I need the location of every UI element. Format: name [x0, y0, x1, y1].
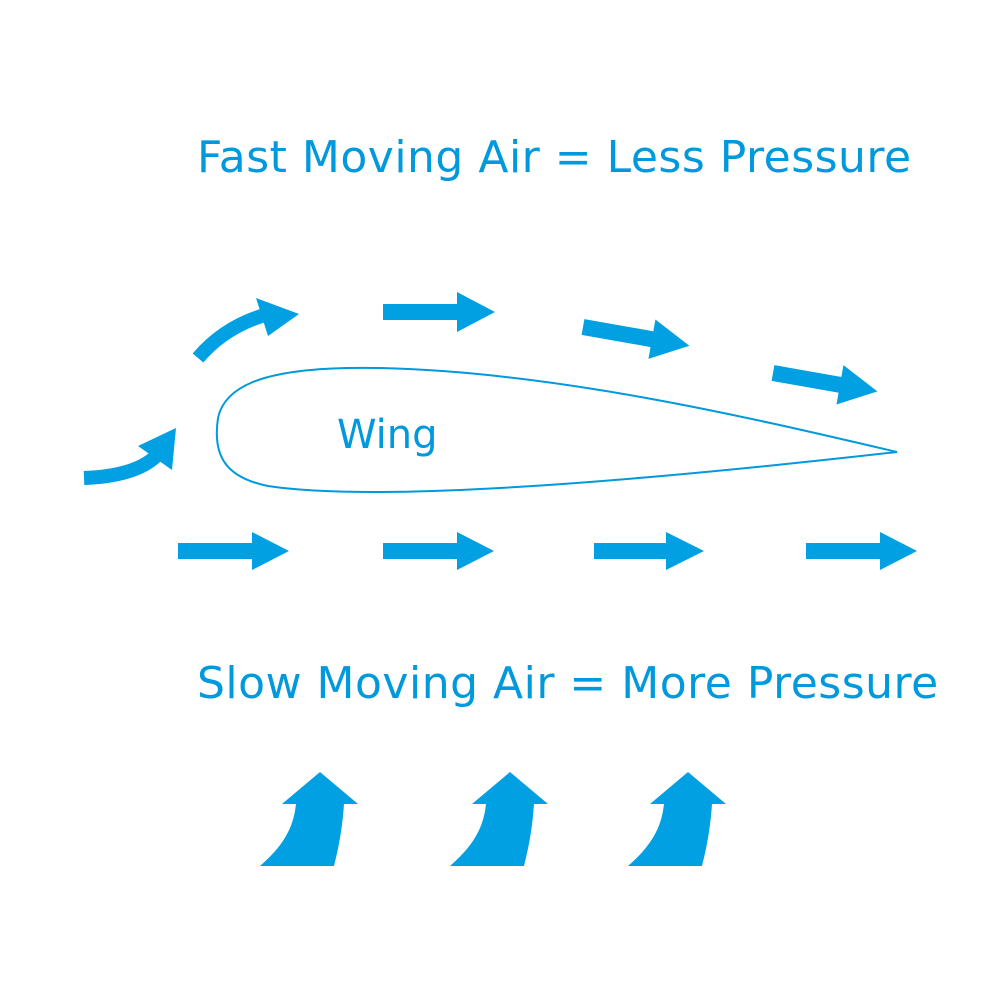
slow-air-heading: Slow Moving Air = More Pressure	[197, 658, 939, 709]
lift-arrow-3	[628, 772, 726, 866]
wing-label: Wing	[337, 412, 438, 458]
upper-arrow-2	[383, 292, 495, 332]
lower-arrow-4	[806, 532, 917, 570]
upper-curved-arrow	[192, 298, 299, 363]
wing-outline	[215, 366, 898, 494]
lower-arrow-1	[178, 532, 289, 570]
lift-arrow-2	[450, 772, 548, 866]
leading-edge-arrow	[83, 428, 176, 485]
lower-arrow-3	[594, 532, 704, 570]
upper-arrow-4	[771, 365, 878, 405]
lower-arrow-2	[383, 532, 494, 570]
lift-arrow-1	[260, 772, 358, 866]
fast-air-heading: Fast Moving Air = Less Pressure	[197, 132, 912, 183]
upper-arrow-3	[581, 319, 690, 359]
